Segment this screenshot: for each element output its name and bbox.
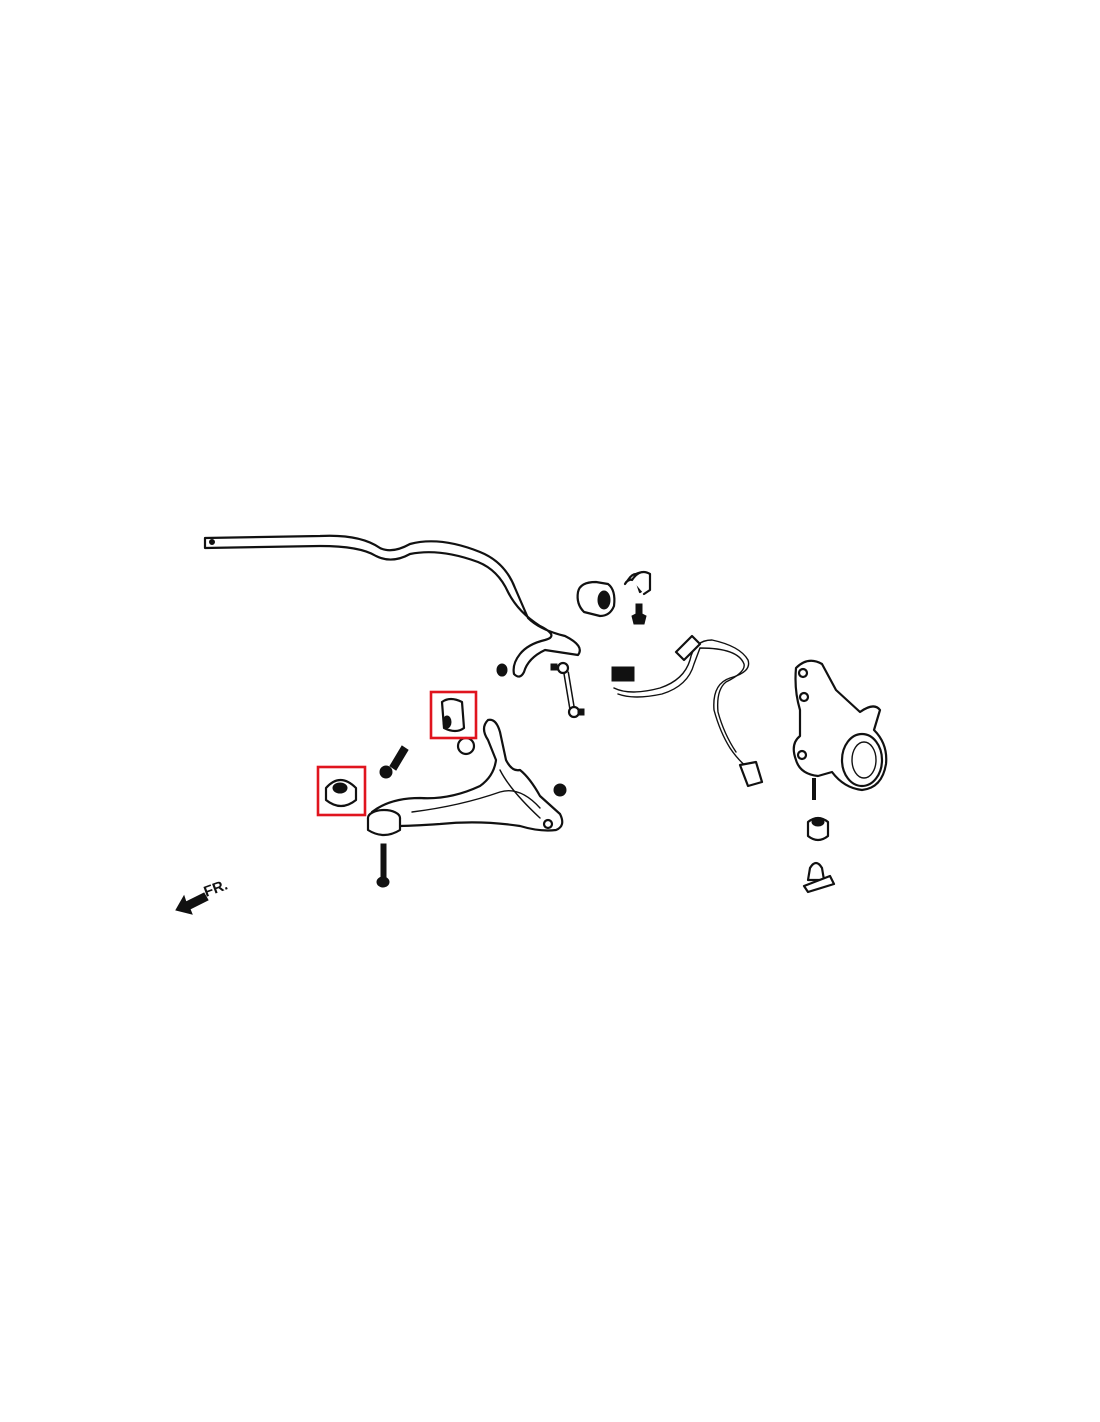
lower-control-arm [366,718,564,837]
highlight-box [316,765,367,817]
nut [553,783,567,797]
wheel-speed-sensor-harness [611,634,764,788]
steering-knuckle [792,659,888,800]
stabilizer-link [550,661,585,719]
ball-joint-boot [806,816,830,842]
stabilizer-bar [203,534,581,678]
front-direction-arrow-icon [175,892,209,915]
front-compliance-bushing [429,690,478,740]
castle-nut-and-pin [802,861,836,894]
bolt [631,603,647,625]
bolt [376,843,390,888]
stabilizer-bracket [623,570,652,596]
bolt [379,745,409,779]
stabilizer-bushing [576,580,616,618]
front-direction-label: FR. [202,877,231,901]
nut [496,663,508,677]
highlight-box [429,690,478,740]
rear-compliance-bushing [316,765,367,817]
